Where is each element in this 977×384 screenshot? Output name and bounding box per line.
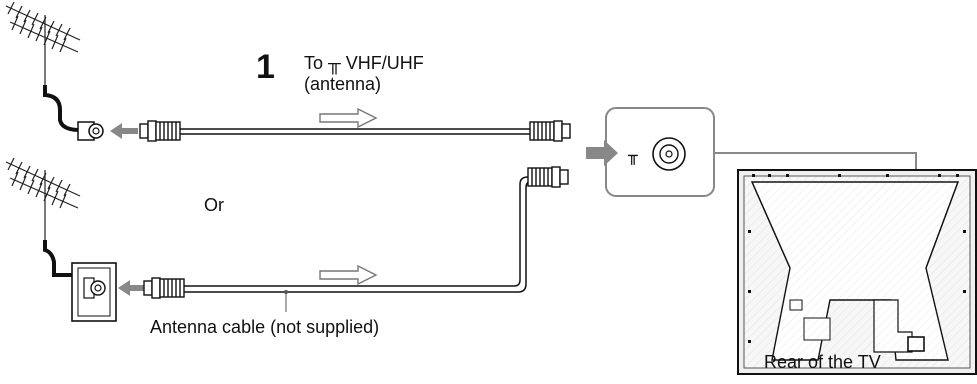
step-instruction: To ╥ VHF/UHF (antenna) [304,53,424,95]
arrow-icon [110,123,138,139]
cable-plug-right-top [529,120,571,142]
arrow-icon [319,264,378,286]
wall-outlet-icon [71,262,117,322]
coaxial-connector-icon [77,121,104,141]
cable-plug-right-bottom [527,166,569,188]
tv-rear-icon [737,169,977,375]
arrow-icon [586,140,618,166]
cable-callout [284,290,288,312]
antenna-icon [5,157,81,245]
arrow-icon [118,280,144,296]
tv-rear-label: Rear of the TV [764,352,881,372]
or-label: Or [204,195,224,215]
antenna-icon [5,1,81,90]
antenna-lead-wire [43,240,72,277]
antenna-lead-wire [43,85,81,132]
cable-plug-left-top [139,120,181,142]
step-instruction-line1: To ╥ VHF/UHF [304,53,424,73]
step-instruction-line2: (antenna) [304,74,382,94]
rf-input-panel [586,107,715,197]
cable-label: Antenna cable (not supplied) [150,317,380,337]
cable-plug-left-bottom [143,277,185,299]
step-number: 1 [256,48,275,86]
arrow-icon [319,107,378,129]
input-symbol: ╥ [627,146,638,165]
rf-input-icon [652,137,686,171]
antenna-cable-top [180,128,530,135]
